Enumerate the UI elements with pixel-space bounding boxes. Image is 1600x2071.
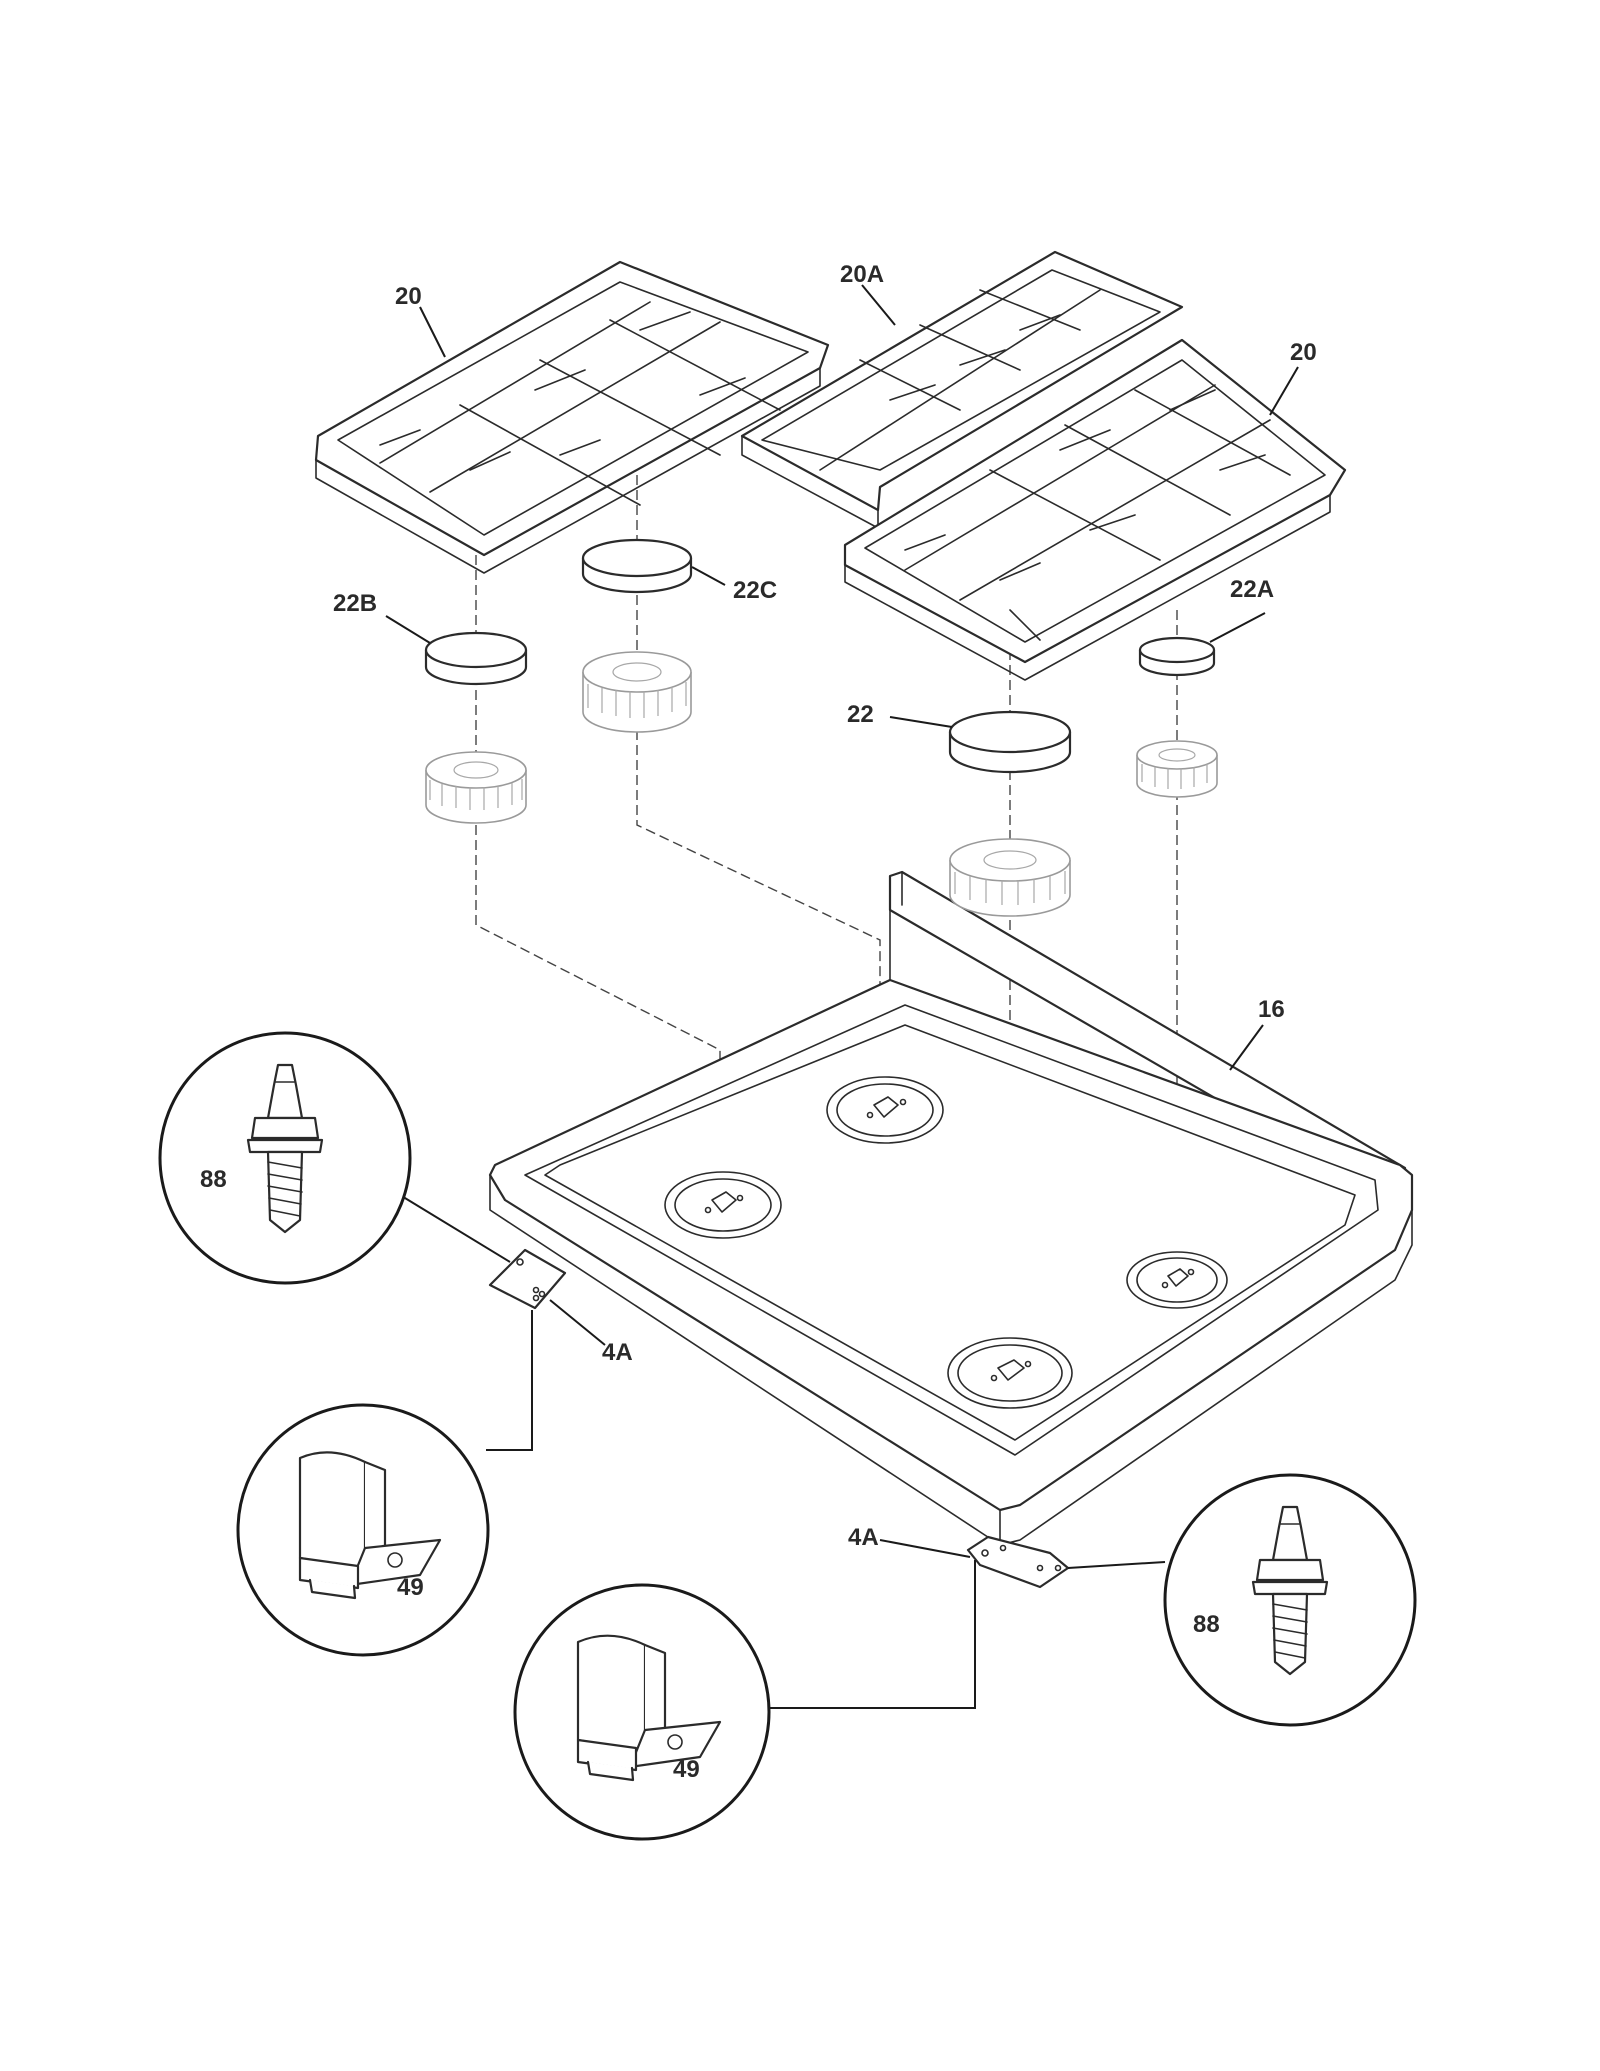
- burner-cap-22[interactable]: [948, 710, 1072, 774]
- callout-22c: 22C: [733, 577, 777, 604]
- burner-head-right-front[interactable]: [949, 838, 1071, 917]
- burner-head-left-front[interactable]: [425, 751, 527, 824]
- detail-circle-clip-49-right[interactable]: [513, 1583, 771, 1841]
- grate-right-20[interactable]: [843, 338, 1347, 681]
- cooktop-main-top[interactable]: [488, 870, 1414, 1546]
- burner-bowl-right-rear: [1126, 1251, 1228, 1309]
- callout-22a: 22A: [1230, 576, 1274, 603]
- detail-leaders: [399, 1194, 1166, 1709]
- callout-leaders: [385, 284, 1299, 1558]
- grate-center-20a[interactable]: [740, 250, 1184, 529]
- grate-left-20[interactable]: [314, 260, 830, 574]
- callout-20-left: 20: [395, 283, 422, 310]
- burner-bowl-right-front: [947, 1337, 1073, 1409]
- callout-88-left: 88: [200, 1166, 227, 1193]
- burner-head-right-rear[interactable]: [1136, 740, 1218, 798]
- detail-circle-screw-88-right[interactable]: [1163, 1473, 1417, 1727]
- mounting-bracket-left-4a[interactable]: [488, 1248, 567, 1310]
- detail-circle-screw-88-left[interactable]: [158, 1031, 412, 1285]
- burner-bowl-left-rear: [826, 1076, 944, 1144]
- callout-49-right: 49: [673, 1756, 700, 1783]
- callout-22: 22: [847, 701, 874, 728]
- callout-16: 16: [1258, 996, 1285, 1023]
- detail-circle-clip-49-left[interactable]: [236, 1403, 490, 1657]
- callout-labels: 20 20A 20 22B 22C 22A 22 16 88 4A 49 4A …: [200, 261, 1317, 1783]
- callout-49-left: 49: [397, 1574, 424, 1601]
- callout-20a: 20A: [840, 261, 884, 288]
- callout-22b: 22B: [333, 590, 377, 617]
- callout-20-right: 20: [1290, 339, 1317, 366]
- callout-4a-right: 4A: [848, 1524, 879, 1551]
- burner-cap-22c[interactable]: [581, 538, 693, 594]
- burner-cap-22a[interactable]: [1138, 636, 1216, 677]
- burner-bowl-left-front: [664, 1171, 782, 1239]
- burner-head-left-rear[interactable]: [582, 651, 692, 733]
- mounting-bracket-right-4a[interactable]: [966, 1535, 1070, 1589]
- callout-4a-left: 4A: [602, 1339, 633, 1366]
- callout-88-right: 88: [1193, 1611, 1220, 1638]
- burner-cap-22b[interactable]: [424, 631, 528, 686]
